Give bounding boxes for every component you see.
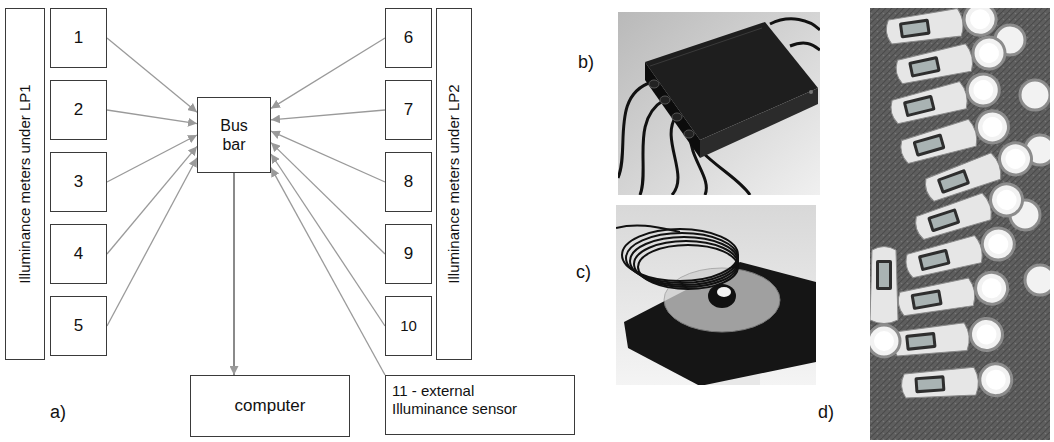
- meter-box: 7: [385, 80, 432, 140]
- meter-box: 2: [50, 80, 107, 140]
- group-band: Illuminance meters under LP1: [5, 8, 45, 360]
- bus-bar-box: Bus bar: [197, 97, 271, 173]
- meter-box: 9: [385, 224, 432, 284]
- junction-box-photo-part: [640, 100, 664, 195]
- node-text: computer: [235, 396, 306, 416]
- node-text: Illuminance meters under LP1: [16, 84, 34, 283]
- junction-box-photo-part: [809, 90, 813, 94]
- junction-box-photo-part: [671, 116, 678, 195]
- connector-arrow: [107, 38, 197, 112]
- junction-box-photo-part: [645, 22, 818, 140]
- external-sensor-photo-part: [708, 284, 736, 308]
- meter-box: 8: [385, 152, 432, 212]
- node-text: 8: [404, 172, 413, 192]
- junction-box-photo-part: [700, 150, 750, 195]
- node-text: Illuminance meters under LP2: [445, 84, 463, 283]
- external-sensor-photo-part: [616, 205, 816, 385]
- node-text: 1: [74, 28, 83, 48]
- external-sensor-photo: [616, 205, 816, 385]
- panel-label: d): [818, 402, 834, 424]
- meters-photo-part: [1020, 80, 1050, 110]
- meter-box: 6: [385, 8, 432, 68]
- connector-arrow: [271, 168, 385, 375]
- node-text: 4: [74, 244, 83, 264]
- connector-arrow: [233, 173, 235, 375]
- junction-box-photo-part: [649, 80, 659, 88]
- junction-box-photo-part: [645, 62, 700, 158]
- node-text: 3: [74, 172, 83, 192]
- connector-arrow: [107, 135, 197, 182]
- external-sensor-photo-part: [616, 225, 680, 232]
- junction-box-photo-part: [618, 82, 652, 178]
- connector-arrow: [107, 158, 197, 326]
- node-text: Bus bar: [212, 116, 256, 154]
- node-text: 7: [404, 100, 413, 120]
- node-text: 6: [404, 28, 413, 48]
- meter-box: 4: [50, 224, 107, 284]
- external-sensor-photo-part: [638, 245, 738, 289]
- panel-label: b): [578, 52, 594, 74]
- meter-box: 1: [50, 8, 107, 68]
- meters-photo-part: [870, 247, 900, 358]
- connector-arrow: [107, 146, 197, 254]
- sensor-box: 11 - external Illuminance sensor: [385, 375, 575, 435]
- connector-arrow: [107, 110, 197, 124]
- junction-box-photo-part: [770, 19, 820, 30]
- computer-box: computer: [190, 375, 350, 437]
- meters-photo-part: [870, 8, 1050, 440]
- meters-photo-part: [900, 363, 1012, 403]
- connector-arrow: [271, 38, 385, 108]
- meters-photo-part: [896, 270, 1010, 321]
- node-text: 5: [74, 316, 83, 336]
- panel-label: a): [50, 402, 66, 424]
- meter-box: 10: [385, 296, 432, 356]
- meter-box: 3: [50, 152, 107, 212]
- connector-arrow: [271, 110, 385, 120]
- junction-box-photo-part: [672, 113, 682, 121]
- node-text: 11 - external Illuminance sensor: [392, 382, 542, 418]
- node-text: 2: [74, 100, 83, 120]
- connector-arrow: [271, 154, 385, 326]
- junction-box-photo-part: [618, 12, 820, 195]
- meters-photo-part: [891, 317, 1004, 360]
- connector-arrow: [271, 131, 385, 182]
- meters-photo-part: [1025, 265, 1050, 295]
- panel-label: c): [576, 262, 591, 284]
- meter-box: 5: [50, 296, 107, 356]
- node-text: 9: [404, 244, 413, 264]
- junction-box-photo-part: [660, 96, 670, 104]
- junction-box-photo-part: [700, 88, 818, 158]
- junction-box-photo-part: [790, 43, 820, 50]
- external-sensor-photo-part: [717, 287, 731, 297]
- junction-box-photo: [618, 12, 820, 195]
- node-text: 10: [400, 317, 417, 335]
- junction-box-photo-part: [684, 130, 694, 138]
- group-band: Illuminance meters under LP2: [436, 8, 472, 360]
- meters-photo: [870, 8, 1050, 440]
- junction-box-photo-part: [650, 28, 762, 66]
